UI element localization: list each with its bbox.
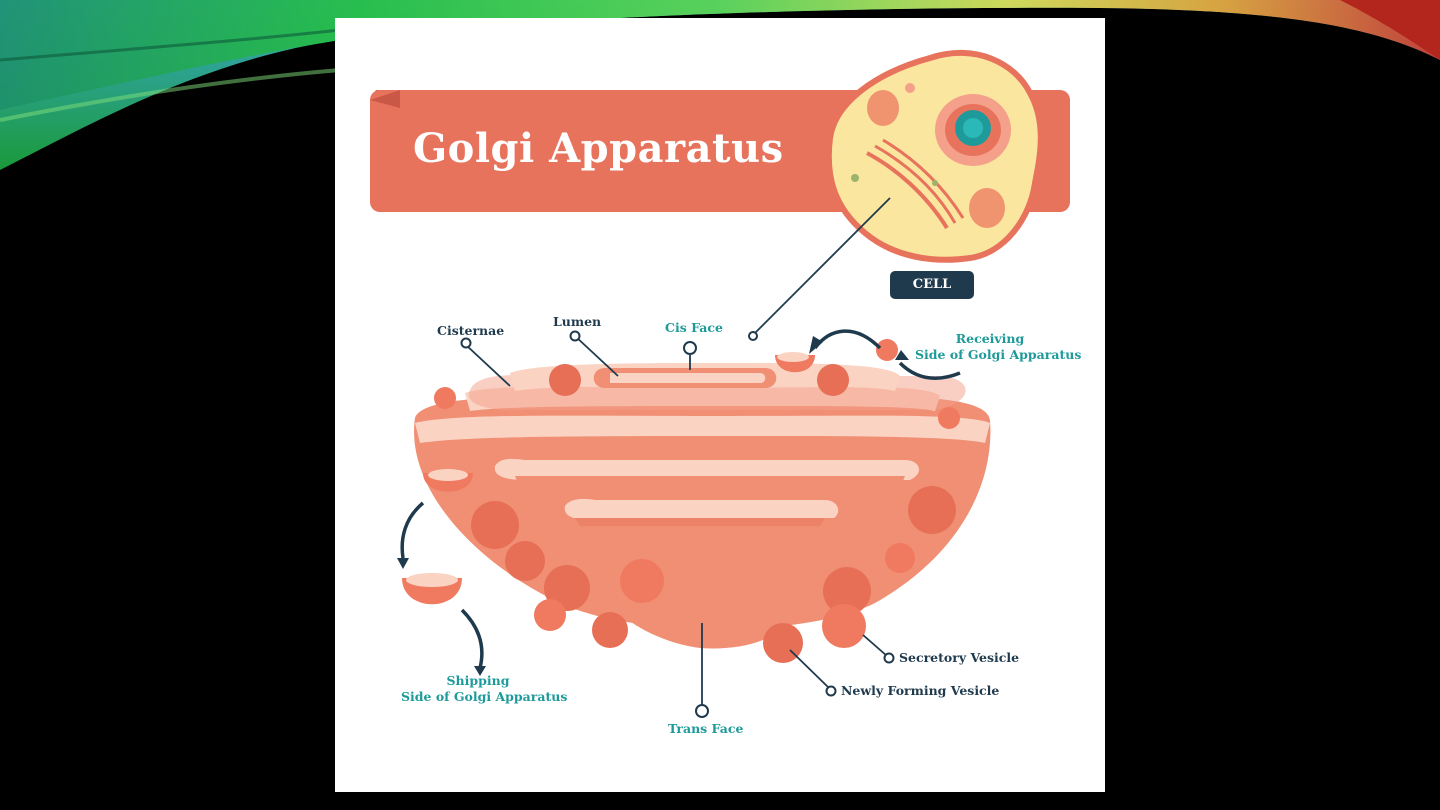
label-secretory-vesicle: Secretory Vesicle [899, 650, 1020, 665]
cell-badge: CELL [890, 271, 974, 299]
label-shipping-line2: Side of Golgi Apparatus [401, 689, 568, 704]
diagram-card: Golgi Apparatus CELL Cisternae Lumen Cis… [335, 18, 1105, 792]
page-title: Golgi Apparatus [413, 125, 784, 172]
cell-pointer-line [754, 197, 891, 334]
label-receiving-line1: Receiving [955, 331, 1025, 346]
label-shipping-line1: Shipping [446, 673, 510, 688]
curved-arrow-icon [400, 329, 961, 669]
cell-illustration-icon [825, 49, 1044, 263]
label-shipping: Shipping Side of Golgi Apparatus [401, 673, 568, 705]
label-receiving: Receiving Side of Golgi Apparatus [915, 331, 1082, 363]
golgi-diagram-graphic [370, 49, 1070, 718]
label-newly-forming-vesicle: Newly Forming Vesicle [841, 683, 1000, 698]
vesicle-icon [402, 339, 960, 663]
label-trans-face: Trans Face [668, 721, 744, 736]
label-lumen: Lumen [553, 314, 602, 329]
label-cis-face: Cis Face [665, 320, 723, 335]
label-cisternae: Cisternae [437, 323, 505, 338]
label-receiving-line2: Side of Golgi Apparatus [915, 347, 1082, 362]
